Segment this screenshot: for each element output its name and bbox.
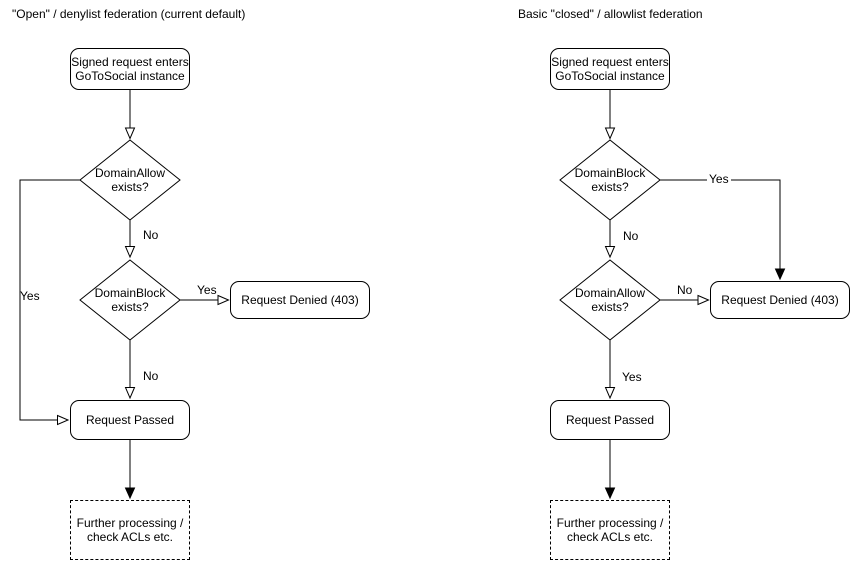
further-processing-node-right: Further processing / check ACLs etc. (550, 500, 670, 560)
decision-diamond-domainallow-left (79, 139, 181, 221)
decision-diamond-domainblock-right (559, 139, 661, 221)
edge-label-yes: Yes (707, 172, 731, 186)
request-passed-node-right: Request Passed (550, 400, 670, 440)
decision-diamond-domainblock-left (79, 259, 181, 341)
request-denied-node-right: Request Denied (403) (710, 281, 850, 319)
further-processing-node-left: Further processing / check ACLs etc. (70, 500, 190, 560)
edge-label-no: No (143, 369, 159, 383)
request-passed-node-left: Request Passed (70, 400, 190, 440)
edge-label-no: No (677, 283, 693, 297)
diagram-title-open-denylist: "Open" / denylist federation (current de… (12, 7, 246, 21)
edge-label-yes: Yes (622, 370, 642, 384)
edge-label-yes: Yes (20, 289, 40, 303)
edge-label-no: No (623, 229, 639, 243)
diagram-title-closed-allowlist: Basic "closed" / allowlist federation (518, 7, 703, 21)
request-denied-node-left: Request Denied (403) (230, 281, 370, 319)
edge-right-decision1-yes-to-denied (660, 179, 786, 281)
decision-diamond-domainallow-right (559, 259, 661, 341)
edge-left-decision1-yes-to-passed (19, 179, 80, 426)
start-node-left: Signed request enters GoToSocial instanc… (70, 48, 190, 90)
start-node-right: Signed request enters GoToSocial instanc… (550, 48, 670, 90)
edge-label-no: No (143, 228, 159, 242)
edge-label-yes: Yes (197, 283, 217, 297)
